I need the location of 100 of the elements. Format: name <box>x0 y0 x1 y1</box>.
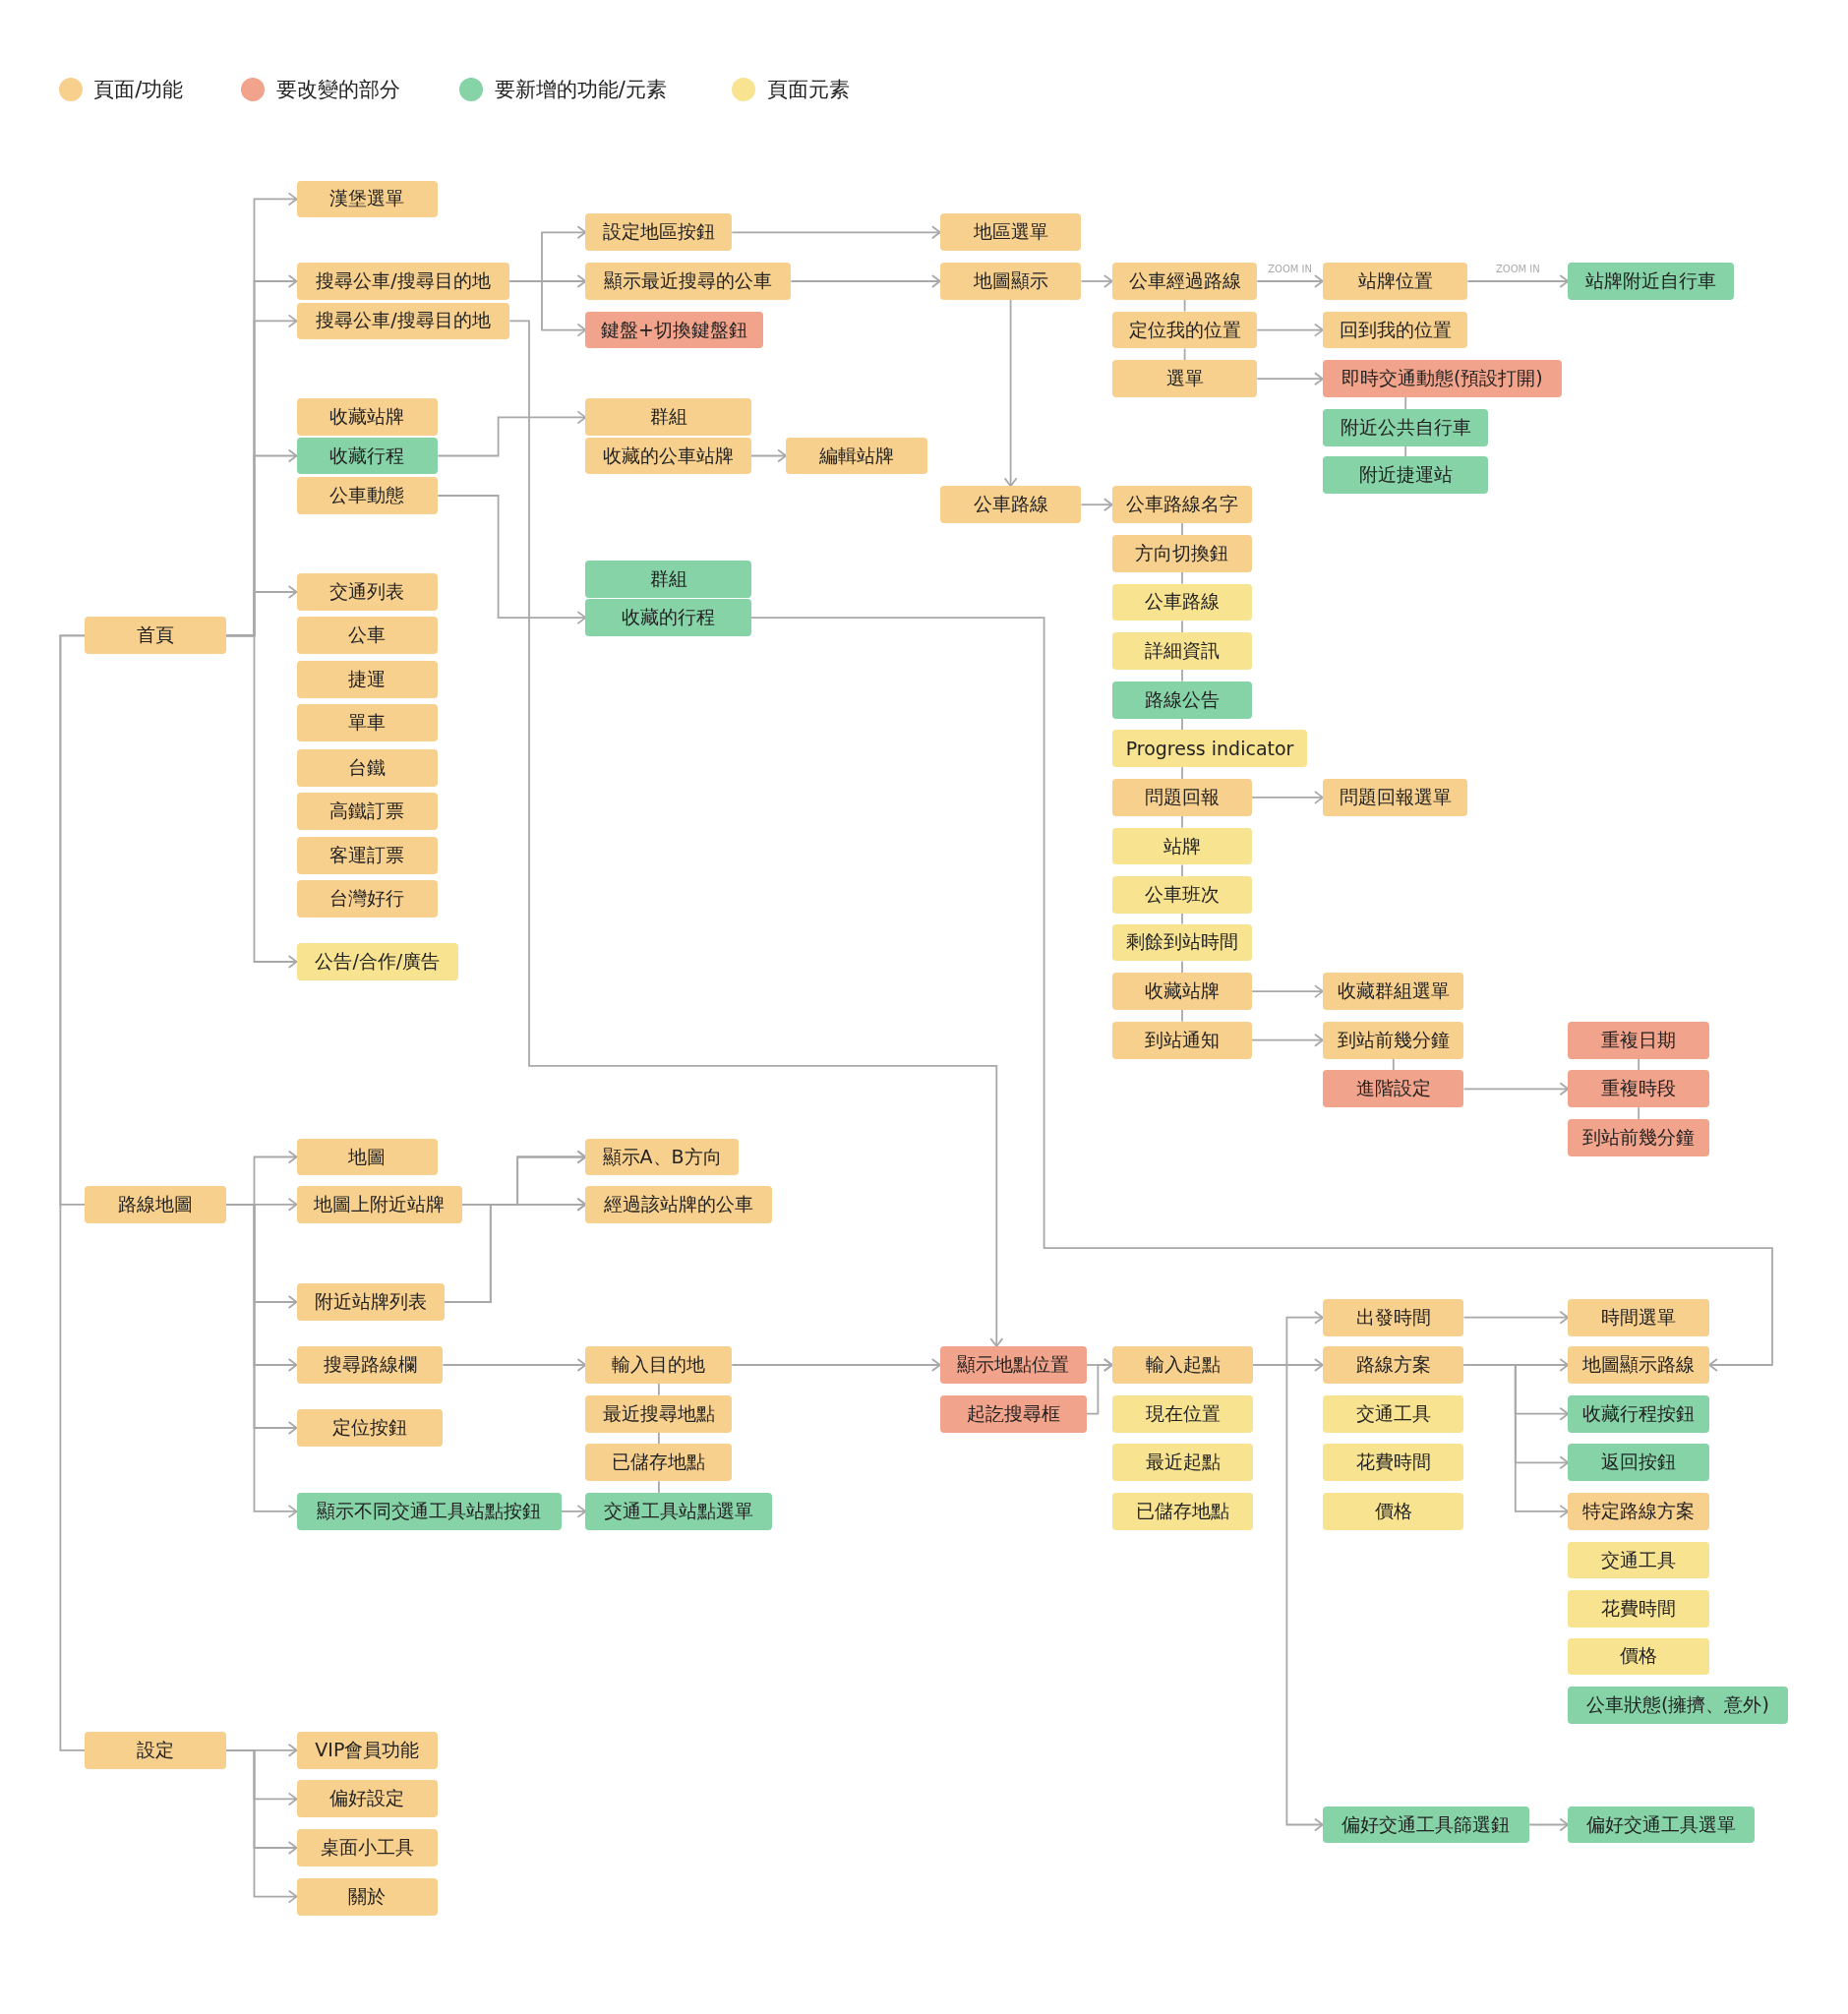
feature-box: 重複日期 <box>1568 1021 1709 1059</box>
connector-line <box>1392 1057 1395 1072</box>
edge-label: ZOOM IN <box>1266 263 1314 274</box>
feature-box: 公車路線名字 <box>1111 486 1253 524</box>
arrow <box>1251 791 1324 804</box>
feature-box: 客運訂票 <box>296 836 439 874</box>
feature-box: 交通工具 <box>1568 1541 1709 1579</box>
arrow <box>1528 1817 1570 1832</box>
feature-box: 公車班次 <box>1111 876 1253 915</box>
feature-box: 搜尋公車/搜尋目的地 <box>296 263 510 300</box>
connector-line <box>1181 913 1183 925</box>
feature-box: 漢堡選單 <box>296 180 439 218</box>
feature-box: 定位我的位置 <box>1111 311 1258 349</box>
arrow <box>750 617 1773 1372</box>
feature-box: 地圖顯示 <box>939 263 1082 300</box>
feature-box: 群組 <box>585 561 751 598</box>
feature-box: 已儲存地點 <box>1111 1493 1254 1530</box>
feature-box: 高鐵訂票 <box>296 793 439 831</box>
arrow <box>443 1197 587 1303</box>
arrow <box>1003 299 1018 488</box>
feature-box: 收藏的公車站牌 <box>585 437 751 475</box>
feature-box: 現在位置 <box>1111 1394 1254 1433</box>
feature-box: 捷運 <box>296 660 439 698</box>
connector-line <box>1181 717 1183 732</box>
arrow <box>1251 984 1324 998</box>
arrow <box>1256 323 1324 337</box>
arrow <box>437 495 587 624</box>
feature-box: 問題回報 <box>1111 778 1253 816</box>
feature-box: 輸入目的地 <box>585 1346 733 1384</box>
feature-box: 到站前幾分鐘 <box>1322 1021 1464 1059</box>
arrow <box>442 1358 587 1372</box>
feature-box: 偏好設定 <box>296 1780 439 1818</box>
feature-box: 返回按鈕 <box>1568 1444 1709 1482</box>
feature-box: 單車 <box>296 704 439 742</box>
feature-box: 公車路線 <box>1111 583 1253 622</box>
feature-box: 附近捷運站 <box>1322 456 1489 495</box>
feature-box: 桌面小工具 <box>296 1829 439 1866</box>
feature-box: 台灣好行 <box>296 880 439 918</box>
feature-box: 公車狀態(擁擠、意外) <box>1568 1687 1788 1724</box>
feature-box: 附近公共自行車 <box>1322 408 1489 446</box>
feature-box: 即時交通動態(預設打開) <box>1322 360 1562 398</box>
feature-box: 搜尋公車/搜尋目的地 <box>296 302 510 340</box>
feature-box: 站牌位置 <box>1322 263 1468 300</box>
feature-box: 定位按鈕 <box>296 1409 444 1447</box>
feature-box: 問題回報選單 <box>1322 778 1468 816</box>
feature-box: 剩餘到站時間 <box>1111 923 1253 962</box>
arrow <box>1462 1082 1570 1096</box>
arrow <box>1080 498 1113 512</box>
connector-line <box>658 1480 660 1494</box>
feature-box: 最近搜尋地點 <box>585 1394 733 1433</box>
feature-box: 收藏站牌 <box>1111 973 1253 1010</box>
feature-box: 顯示最近搜尋的公車 <box>585 263 792 300</box>
feature-box: 顯示地點位置 <box>939 1346 1087 1384</box>
legend-label: 頁面/功能 <box>93 77 184 104</box>
arrow <box>508 280 587 337</box>
feature-box: 台鐵 <box>296 748 439 787</box>
connector-line <box>1183 347 1186 362</box>
feature-box: 時間選單 <box>1568 1298 1709 1336</box>
feature-box: 回到我的位置 <box>1322 311 1468 349</box>
arrow <box>1080 274 1113 288</box>
arrow <box>1462 1310 1570 1325</box>
feature-box: 設定 <box>85 1731 226 1769</box>
connector-line <box>1181 620 1183 633</box>
feature-box: 編輯站牌 <box>786 437 927 475</box>
arrow <box>1256 274 1324 288</box>
arrow <box>790 274 941 288</box>
feature-box: 站牌附近自行車 <box>1568 263 1734 300</box>
feature-box: VIP會員功能 <box>296 1731 439 1769</box>
feature-box: 起訖搜尋框 <box>939 1394 1087 1433</box>
feature-box: 進階設定 <box>1322 1070 1464 1108</box>
feature-box: 搜尋路線欄 <box>296 1346 444 1384</box>
feature-box: 公車動態 <box>296 477 439 514</box>
feature-box: 鍵盤+切換鍵盤鈕 <box>585 311 763 349</box>
feature-box: Progress indicator <box>1111 730 1308 768</box>
connector-line <box>1638 1106 1640 1120</box>
feature-box: 最近起點 <box>1111 1444 1254 1482</box>
feature-box: 到站前幾分鐘 <box>1568 1119 1709 1156</box>
connector-line <box>1181 863 1183 878</box>
feature-box: 交通工具站點選單 <box>585 1493 772 1530</box>
connector-line <box>1181 1009 1183 1023</box>
feature-box: 到站通知 <box>1111 1021 1253 1059</box>
connector-line <box>1404 444 1407 458</box>
feature-box: 設定地區按鈕 <box>585 213 733 252</box>
feature-box: 顯示不同交通工具站點按鈕 <box>296 1493 562 1530</box>
feature-box: 公告/合作/廣告 <box>296 943 459 980</box>
feature-box: 價格 <box>1568 1637 1709 1676</box>
feature-box: 詳細資訊 <box>1111 632 1253 670</box>
feature-box: 公車經過路線 <box>1111 263 1258 300</box>
arrow <box>560 1505 587 1518</box>
feature-box: 已儲存地點 <box>585 1444 733 1482</box>
feature-box: 路線方案 <box>1322 1346 1464 1384</box>
feature-box: 花費時間 <box>1322 1444 1464 1482</box>
arrow <box>224 1748 298 1904</box>
connector-line <box>1181 960 1183 974</box>
feature-box: 公車 <box>296 617 439 655</box>
connector-line <box>658 1383 660 1396</box>
feature-box: 顯示A、B方向 <box>585 1138 739 1176</box>
feature-box: 地圖 <box>296 1138 439 1176</box>
arrow <box>731 1358 941 1372</box>
legend-label: 頁面元素 <box>766 77 850 104</box>
